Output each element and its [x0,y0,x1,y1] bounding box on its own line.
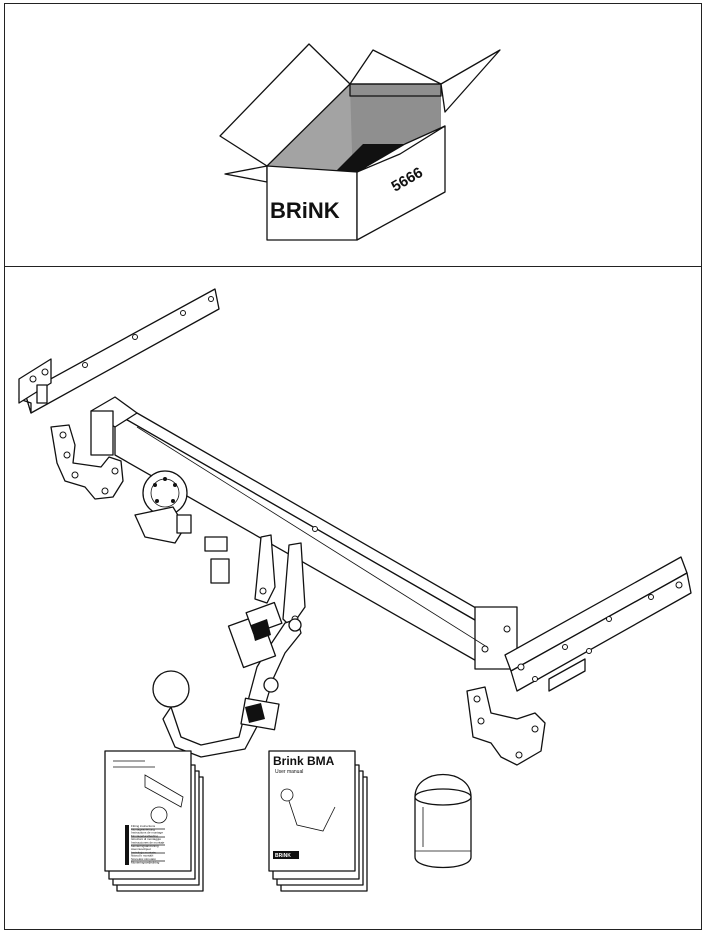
manual-1-language-line: Szerelési útmutató [131,857,156,861]
kit-contents-illustration: Fitting instructionsMontageanleitungInst… [18,288,692,892]
manual-1-language-line: Fitting instructions [131,824,156,828]
tow-ball-assembly [152,601,302,758]
left-mounting-bracket [18,288,220,414]
manual-1-language-line: Instrucciones de montaje [131,841,165,845]
ball-cover-cap [414,774,472,869]
left-side-plate [50,424,124,500]
manual-2-title: Brink BMA [273,754,335,768]
manual-1-language-line: Istruzioni di montaggio [131,837,161,841]
manual-1-language-line: Monteringsanvisning [131,844,159,848]
manual-1-language-line: Montageanleitung [131,827,155,831]
packaging-panel: BRiNK 5666 [4,3,702,267]
manual-1-language-line: Návod k montáži [131,854,154,858]
manual-2-subtitle: User manual [275,769,303,775]
centre-mounting-plates [254,534,306,628]
package-box: BRiNK 5666 [219,43,501,241]
manual-1-language-line: Montagehandleiding [131,834,158,838]
manual-1-language-line: Instructions de montage [131,831,163,835]
fitting-instructions-manual: Fitting instructionsMontageanleitungInst… [104,750,204,892]
right-mounting-bracket [504,556,692,692]
packaging-illustration: BRiNK 5666 [219,43,501,241]
box-brand-label: BRiNK [270,198,340,223]
right-side-plate [466,686,546,766]
socket-plate [134,470,230,584]
bma-user-manual: Brink BMA User manual BRiNK [268,750,368,892]
manual-1-language-line: Monteringsvejledning [131,860,160,864]
manual-1-language-line: Instrukcja montażu [131,850,157,854]
manual-2-logo: BRiNK [275,853,291,859]
main-cross-beam [90,396,518,670]
manual-1-language-list: Fitting instructionsMontageanleitungInst… [125,824,165,865]
manual-1-language-line: Asennusohjeet [131,847,151,851]
